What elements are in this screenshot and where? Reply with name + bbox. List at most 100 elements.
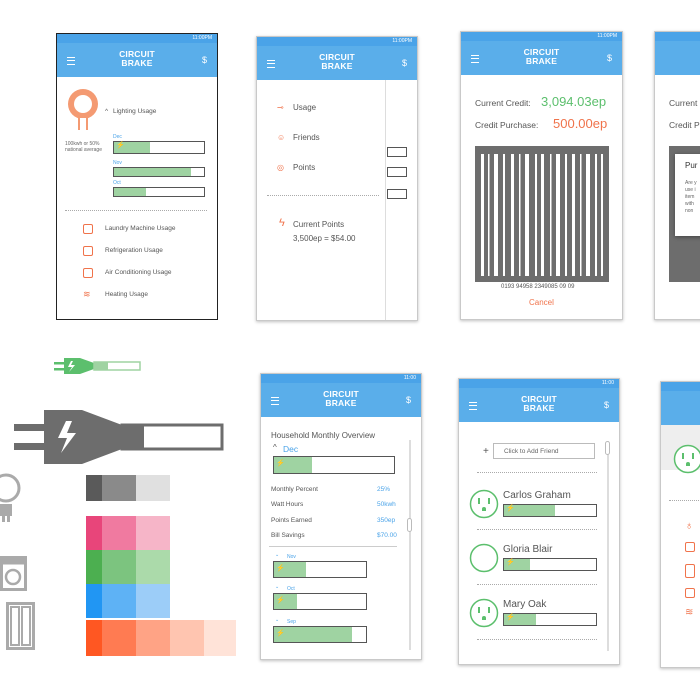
outlet-avatar-icon bbox=[469, 598, 499, 628]
screen-device-detail: ♁ ≋ bbox=[660, 381, 700, 668]
orange-swatch bbox=[170, 620, 204, 656]
bolt-icon: ⚡ bbox=[116, 142, 125, 149]
chevron-up-icon[interactable]: ^ bbox=[273, 443, 277, 452]
add-friend-input[interactable]: Click to Add Friend bbox=[493, 443, 595, 459]
logo-line2: BRAKE bbox=[523, 403, 555, 413]
laundry-icon bbox=[685, 542, 695, 552]
app-bar bbox=[655, 41, 700, 75]
orange-swatch bbox=[86, 620, 102, 656]
bolt-icon: ⚡ bbox=[506, 505, 515, 512]
stat-value: 50kwh bbox=[377, 501, 396, 508]
scrollbar-thumb[interactable] bbox=[605, 441, 610, 455]
stat-label: Bill Savings bbox=[271, 532, 305, 539]
friend-usage-bar: ⚡ bbox=[503, 613, 597, 626]
add-friend-icon[interactable]: + bbox=[483, 446, 489, 457]
dialog-text: non bbox=[685, 208, 694, 214]
washing-machine-icon bbox=[0, 556, 27, 591]
usage-bar-sep: ⚡ bbox=[273, 626, 367, 643]
logo-line2: BRAKE bbox=[325, 398, 357, 408]
add-friend-placeholder: Click to Add Friend bbox=[504, 448, 559, 455]
chevron-down-icon[interactable]: ⌄ bbox=[275, 552, 280, 558]
usage-bar-dec: ⚡ bbox=[113, 141, 205, 154]
item-label[interactable]: Laundry Machine Usage bbox=[105, 225, 176, 232]
orange-swatch bbox=[204, 620, 236, 656]
barcode-number: 0193 94958 2349085 09 09 bbox=[501, 284, 575, 290]
scrollbar-track[interactable] bbox=[409, 440, 411, 650]
stat-value: $70.00 bbox=[377, 532, 397, 539]
dollar-icon[interactable]: $ bbox=[405, 395, 411, 405]
credit-purchase-value: 500.00ep bbox=[553, 116, 608, 131]
lightbulb-icon bbox=[0, 473, 21, 522]
chevron-up-icon[interactable]: ^ bbox=[105, 108, 109, 115]
scrollbar-thumb[interactable] bbox=[407, 518, 412, 532]
friend-name[interactable]: Mary Oak bbox=[503, 599, 547, 610]
usage-bar-nov bbox=[113, 167, 205, 177]
gray-swatch bbox=[136, 475, 170, 501]
chevron-down-icon[interactable]: ⌄ bbox=[275, 584, 280, 590]
gray-swatch bbox=[102, 475, 136, 501]
item-label[interactable]: Heating Usage bbox=[105, 291, 148, 298]
dollar-icon[interactable]: $ bbox=[603, 400, 609, 410]
scrollbar-track[interactable] bbox=[607, 441, 609, 651]
bolt-icon: ⚡ bbox=[506, 614, 515, 621]
heating-icon: ≋ bbox=[685, 607, 694, 618]
friend-name[interactable]: Carlos Graham bbox=[503, 490, 571, 501]
menu-icon[interactable] bbox=[271, 397, 279, 405]
logo-line1: CIRCUIT bbox=[319, 52, 355, 62]
background-bar bbox=[387, 167, 407, 177]
stat-label: Points Earned bbox=[271, 517, 312, 524]
friend-name[interactable]: Gloria Blair bbox=[503, 544, 553, 555]
heating-icon: ≋ bbox=[83, 289, 91, 299]
logo-line1: CIRCUIT bbox=[119, 49, 155, 59]
blue-swatch bbox=[136, 584, 170, 618]
current-credit-label: Current Credit: bbox=[475, 98, 531, 108]
menu-item-points[interactable]: Points bbox=[293, 163, 316, 172]
friends-icon: ☺ bbox=[277, 133, 286, 142]
divider bbox=[477, 529, 597, 530]
outlet-avatar-icon bbox=[673, 444, 700, 474]
credit-purchase-label: Credit P bbox=[669, 120, 700, 130]
usage-bar-oct: ⚡ bbox=[273, 593, 367, 610]
item-label[interactable]: Air Conditioning Usage bbox=[105, 269, 172, 276]
logo-line2: BRAKE bbox=[525, 56, 558, 66]
lightbulb-icon bbox=[68, 89, 98, 130]
item-label[interactable]: Refrigeration Usage bbox=[105, 247, 163, 254]
divider bbox=[65, 210, 207, 211]
chevron-down-icon[interactable]: ⌄ bbox=[275, 617, 280, 623]
month-label: Oct bbox=[287, 586, 295, 592]
barcode bbox=[475, 146, 609, 282]
month-label: Nov bbox=[113, 160, 122, 166]
drawer-edge bbox=[385, 80, 386, 320]
dollar-icon[interactable]: $ bbox=[401, 58, 407, 68]
menu-icon[interactable] bbox=[469, 402, 477, 410]
status-time: 11:00PM bbox=[597, 33, 617, 39]
status-bar: 11:00 bbox=[459, 379, 619, 388]
logo-line2: BRAKE bbox=[121, 58, 153, 68]
menu-item-usage[interactable]: Usage bbox=[293, 103, 317, 112]
blue-swatch bbox=[86, 584, 102, 618]
bolt-icon: ⚡ bbox=[506, 559, 515, 566]
credit-purchase-label: Credit Purchase: bbox=[475, 120, 539, 130]
dollar-icon[interactable]: $ bbox=[606, 53, 612, 63]
app-bar bbox=[661, 391, 700, 425]
green-swatch bbox=[136, 550, 170, 584]
status-time: 11:00 bbox=[403, 375, 416, 381]
menu-icon[interactable] bbox=[267, 60, 275, 68]
average-note-1: 100kwh or 50% bbox=[65, 141, 100, 147]
logo-line1: CIRCUIT bbox=[523, 47, 560, 57]
cancel-button[interactable]: Cancel bbox=[529, 298, 554, 307]
menu-item-friends[interactable]: Friends bbox=[293, 133, 320, 142]
menu-icon[interactable] bbox=[67, 57, 75, 65]
month-main: Dec bbox=[283, 444, 299, 454]
pink-swatch bbox=[86, 516, 102, 550]
bolt-icon: ⚡ bbox=[276, 460, 285, 467]
divider bbox=[269, 546, 397, 547]
status-bar: 11:00PM bbox=[57, 34, 217, 43]
dollar-icon[interactable]: $ bbox=[201, 55, 207, 65]
menu-icon[interactable] bbox=[471, 55, 479, 63]
